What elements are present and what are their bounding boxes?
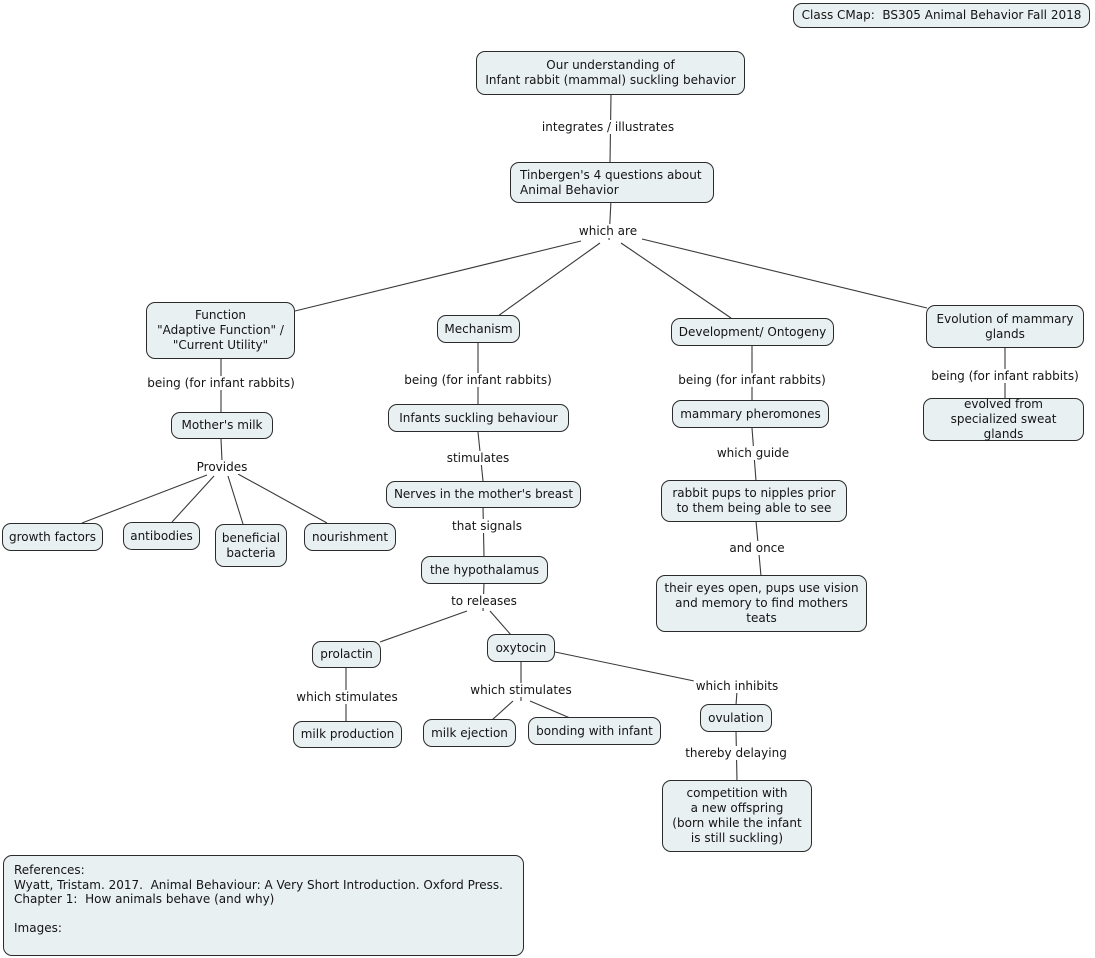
concept-hypothalamus[interactable]: the hypothalamus [421, 556, 548, 584]
concept-text: prolactin [320, 647, 373, 661]
concept-mechanism[interactable]: Mechanism [437, 315, 520, 343]
concept-prolactin[interactable]: prolactin [312, 641, 381, 668]
link-that-signals[interactable]: that signals [450, 519, 524, 533]
link-which-guide[interactable]: which guide [714, 446, 792, 460]
concept-text: oxytocin [495, 640, 547, 655]
concept-text: beneficial bacteria [221, 530, 281, 560]
concept-text: Function "Adaptive Function" / "Current … [157, 308, 284, 352]
references-text: References: Wyatt, Tristam. 2017. Animal… [14, 863, 503, 936]
link-and-once[interactable]: and once [727, 541, 787, 555]
link-which-stimulates-prolactin[interactable]: which stimulates [294, 690, 400, 704]
concept-mammary-pheromones[interactable]: mammary pheromones [672, 400, 829, 428]
concept-antibodies[interactable]: antibodies [123, 522, 200, 550]
link-provides[interactable]: Provides [194, 460, 250, 474]
concept-text: Tinbergen's 4 questions about Animal Beh… [520, 167, 702, 197]
concept-text: Evolution of mammary glands [936, 311, 1074, 341]
connector-line [641, 238, 928, 309]
concept-eyes-open-vision-memory[interactable]: their eyes open, pups use vision and mem… [656, 575, 867, 632]
references-box[interactable]: References: Wyatt, Tristam. 2017. Animal… [3, 855, 524, 956]
concept-infants-suckling[interactable]: Infants suckling behaviour [388, 404, 569, 432]
link-being-development[interactable]: being (for infant rabbits) [676, 373, 828, 387]
link-to-releases[interactable]: to releases [449, 594, 519, 608]
link-integrates-illustrates[interactable]: integrates / illustrates [539, 120, 677, 134]
connector-line [497, 242, 601, 317]
concept-text: growth factors [9, 529, 96, 544]
concept-text: mammary pheromones [680, 406, 821, 421]
connector-line [227, 475, 244, 525]
concept-development-ontogeny[interactable]: Development/ Ontogeny [671, 318, 834, 346]
concept-evolution-mammary-glands[interactable]: Evolution of mammary glands [926, 305, 1084, 348]
link-which-are[interactable]: which are [576, 224, 640, 238]
concept-bonding-with-infant[interactable]: bonding with infant [528, 717, 661, 745]
concept-text: evolved from specialized sweat glands [950, 397, 1057, 441]
connector-line [620, 242, 732, 319]
concept-function[interactable]: Function "Adaptive Function" / "Current … [146, 302, 295, 359]
link-which-inhibits[interactable]: which inhibits [693, 679, 781, 693]
concept-text: rabbit pups to nipples prior to them bei… [672, 486, 836, 515]
concept-milk-production[interactable]: milk production [293, 721, 402, 748]
connector-line [554, 651, 700, 683]
concept-mothers-milk[interactable]: Mother's milk [171, 412, 273, 439]
concept-text: antibodies [130, 528, 193, 543]
concept-competition-new-offspring[interactable]: competition with a new offspring (born w… [662, 780, 812, 852]
concept-ovulation[interactable]: ovulation [700, 704, 772, 732]
link-being-evolution[interactable]: being (for infant rabbits) [929, 369, 1081, 383]
concept-nourishment[interactable]: nourishment [304, 523, 396, 551]
concept-text: Nerves in the mother's breast [393, 487, 574, 501]
concept-text: Mother's milk [181, 418, 263, 432]
concept-text: Our understanding of Infant rabbit (mamm… [485, 58, 736, 87]
concept-tinbergen-questions[interactable]: Tinbergen's 4 questions about Animal Beh… [510, 162, 714, 203]
concept-text: Development/ Ontogeny [678, 324, 827, 339]
connector-line [171, 475, 215, 523]
connector-line [491, 700, 514, 721]
concept-text: milk ejection [431, 725, 508, 740]
concept-milk-ejection[interactable]: milk ejection [423, 719, 516, 747]
concept-text: the hypothalamus [429, 562, 540, 577]
concept-oxytocin[interactable]: oxytocin [487, 634, 555, 662]
concept-text: competition with a new offspring (born w… [672, 786, 802, 845]
concept-text: bonding with infant [536, 723, 653, 738]
concept-text: ovulation [708, 710, 764, 725]
connector-line [735, 690, 738, 706]
link-which-stimulates-oxytocin[interactable]: which stimulates [468, 683, 574, 697]
map-title-text: Class CMap: BS305 Animal Behavior Fall 2… [801, 8, 1082, 22]
connector-line [379, 610, 468, 643]
link-being-mechanism[interactable]: being (for infant rabbits) [402, 373, 554, 387]
link-thereby-delaying[interactable]: thereby delaying [683, 746, 789, 760]
concept-evolved-from-sweat-glands[interactable]: evolved from specialized sweat glands [923, 397, 1084, 441]
concept-growth-factors[interactable]: growth factors [2, 523, 103, 551]
link-being-function[interactable]: being (for infant rabbits) [145, 376, 297, 390]
concept-text: Infants suckling behaviour [399, 410, 558, 425]
concept-rabbit-pups-nipples[interactable]: rabbit pups to nipples prior to them bei… [661, 480, 847, 522]
connector-line [489, 610, 512, 636]
concept-text: Mechanism [444, 321, 513, 336]
map-title-box[interactable]: Class CMap: BS305 Animal Behavior Fall 2… [793, 3, 1090, 28]
concept-text: milk production [300, 727, 395, 741]
concept-understanding[interactable]: Our understanding of Infant rabbit (mamm… [476, 51, 745, 95]
concept-beneficial-bacteria[interactable]: beneficial bacteria [215, 524, 287, 567]
connector-line [81, 474, 208, 524]
connector-line [220, 438, 223, 462]
connector-line [529, 700, 571, 719]
connector-line [237, 473, 328, 524]
concept-text: nourishment [311, 529, 389, 544]
concept-nerves-mothers-breast[interactable]: Nerves in the mother's breast [386, 481, 581, 508]
connector-line [294, 240, 582, 312]
concept-text: their eyes open, pups use vision and mem… [664, 581, 859, 625]
link-stimulates[interactable]: stimulates [444, 451, 512, 465]
